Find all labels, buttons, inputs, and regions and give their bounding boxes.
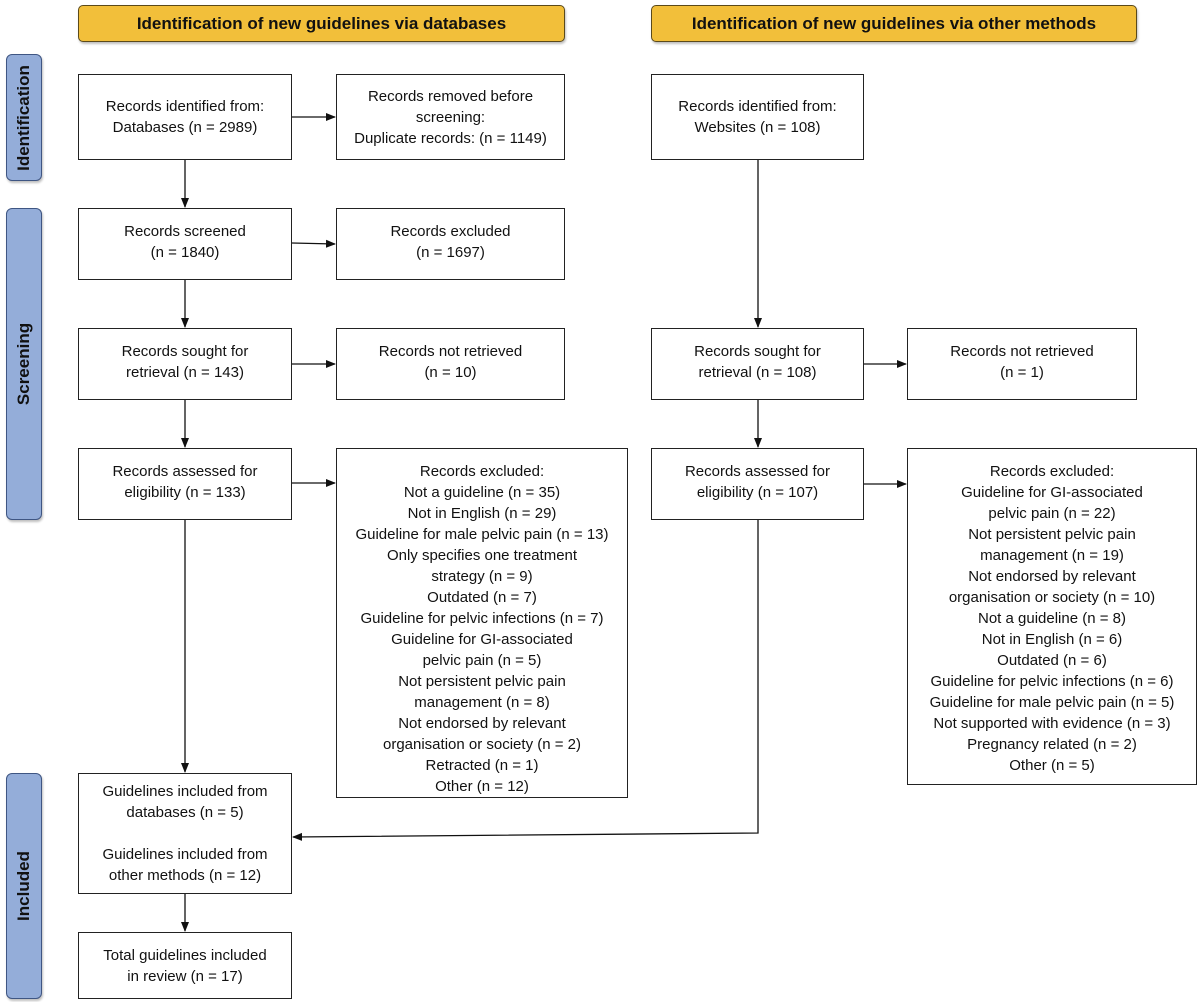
arrow-other-assessed-to-included <box>292 520 759 841</box>
text-line: Other (n = 5) <box>1009 757 1095 774</box>
box-db-not-retrieved: Records not retrieved (n = 10) <box>336 328 565 400</box>
box-other-not-retrieved: Records not retrieved (n = 1) <box>907 328 1137 400</box>
text-line: Not in English (n = 6) <box>981 631 1123 648</box>
text-line: Guideline for male pelvic pain (n = 5) <box>929 694 1175 711</box>
text-line: (n = 1) <box>1000 364 1044 381</box>
text-line: organisation or society (n = 10) <box>948 589 1156 606</box>
text-line: Pregnancy related (n = 2) <box>967 736 1137 753</box>
text-line: Duplicate records: (n = 1149) <box>354 129 547 147</box>
text-line: Only specifies one treatment <box>386 547 578 564</box>
text-line: eligibility (n = 133) <box>124 484 246 501</box>
text-line: (n = 10) <box>424 364 477 381</box>
text-line: Guideline for male pelvic pain (n = 13) <box>355 526 609 543</box>
phase-included: Included <box>6 773 42 999</box>
text-line: management (n = 8) <box>414 694 550 711</box>
text-line: Guideline for GI-associated <box>961 484 1143 501</box>
text-line: Not a guideline (n = 35) <box>403 484 561 501</box>
text-line: Outdated (n = 7) <box>427 589 537 606</box>
text-line: Guideline for GI-associated <box>391 631 573 648</box>
text-line: Records assessed for <box>112 463 258 480</box>
header-other-methods: Identification of new guidelines via oth… <box>651 5 1137 42</box>
text-line: Records assessed for <box>684 463 831 480</box>
text-line: screening: <box>415 108 486 126</box>
text-line: in review (n = 17) <box>127 967 243 985</box>
box-other-excluded-reasons: Records excluded: Guideline for GI-assoc… <box>907 448 1197 785</box>
box-db-sought: Records sought for retrieval (n = 143) <box>78 328 292 400</box>
text-line: Records identified from: <box>105 98 265 115</box>
text-line: Records sought for <box>694 343 821 360</box>
text-line: Not a guideline (n = 8) <box>977 610 1126 627</box>
text-line: management (n = 19) <box>980 547 1124 564</box>
box-db-excluded: Records excluded (n = 1697) <box>336 208 565 280</box>
text-line: Records not retrieved <box>378 343 523 360</box>
box-db-screened: Records screened (n = 1840) <box>78 208 292 280</box>
box-other-identified: Records identified from: Websites (n = 1… <box>651 74 864 160</box>
box-other-sought: Records sought for retrieval (n = 108) <box>651 328 864 400</box>
text-line: Records not retrieved <box>950 343 1094 360</box>
box-total: Total guidelines included in review (n =… <box>78 932 292 999</box>
text-line: Records sought for <box>121 343 249 360</box>
text-line: databases (n = 5) <box>126 804 244 821</box>
text-line: organisation or society (n = 2) <box>382 736 582 753</box>
text-line: Not in English (n = 29) <box>407 505 557 522</box>
box-db-excluded-reasons: Records excluded: Not a guideline (n = 3… <box>336 448 628 798</box>
box-db-removed: Records removed before screening: Duplic… <box>336 74 565 160</box>
text-line: Not persistent pelvic pain <box>968 526 1136 543</box>
text-line: Total guidelines included <box>103 946 267 964</box>
text-line: Not persistent pelvic pain <box>398 673 566 690</box>
text-line: Not supported with evidence (n = 3) <box>933 715 1171 732</box>
phase-identification: Identification <box>6 54 42 181</box>
text-line: Guidelines included from <box>102 783 268 800</box>
text-line: pelvic pain (n = 5) <box>422 652 542 669</box>
text-line: Websites (n = 108) <box>694 119 821 136</box>
text-line: Other (n = 12) <box>435 778 529 795</box>
box-other-assessed: Records assessed for eligibility (n = 10… <box>651 448 864 520</box>
text-line: eligibility (n = 107) <box>696 484 819 501</box>
text-line: Records excluded: <box>419 463 545 480</box>
text-line: Records identified from: <box>678 98 837 115</box>
arrow-db-screened-to-excluded <box>291 239 336 248</box>
text-line: strategy (n = 9) <box>431 568 533 585</box>
box-db-identified: Records identified from: Databases (n = … <box>78 74 292 160</box>
text-line: retrieval (n = 143) <box>126 364 244 381</box>
text-line: retrieval (n = 108) <box>698 364 817 381</box>
text-line: other methods (n = 12) <box>108 867 262 884</box>
box-db-assessed: Records assessed for eligibility (n = 13… <box>78 448 292 520</box>
text-line: Not endorsed by relevant <box>968 568 1136 585</box>
text-line: Records excluded: <box>989 463 1115 480</box>
text-line: Records screened <box>124 223 246 240</box>
text-line: Databases (n = 2989) <box>112 119 258 136</box>
text-line: Guidelines included from <box>102 846 268 863</box>
text-line: Not endorsed by relevant <box>398 715 566 732</box>
text-line: Records excluded <box>390 223 511 240</box>
text-line: (n = 1697) <box>416 244 485 261</box>
text-line: Retracted (n = 1) <box>425 757 539 774</box>
text-line: Guideline for pelvic infections (n = 6) <box>930 673 1174 690</box>
box-included: Guidelines included from databases (n = … <box>78 773 292 894</box>
header-databases: Identification of new guidelines via dat… <box>78 5 565 42</box>
text-line: Guideline for pelvic infections (n = 7) <box>360 610 604 627</box>
text-line: (n = 1840) <box>150 244 220 261</box>
text-line: Records removed before <box>367 87 534 105</box>
phase-screening: Screening <box>6 208 42 520</box>
text-line: pelvic pain (n = 22) <box>988 505 1116 522</box>
text-line: Outdated (n = 6) <box>997 652 1107 669</box>
